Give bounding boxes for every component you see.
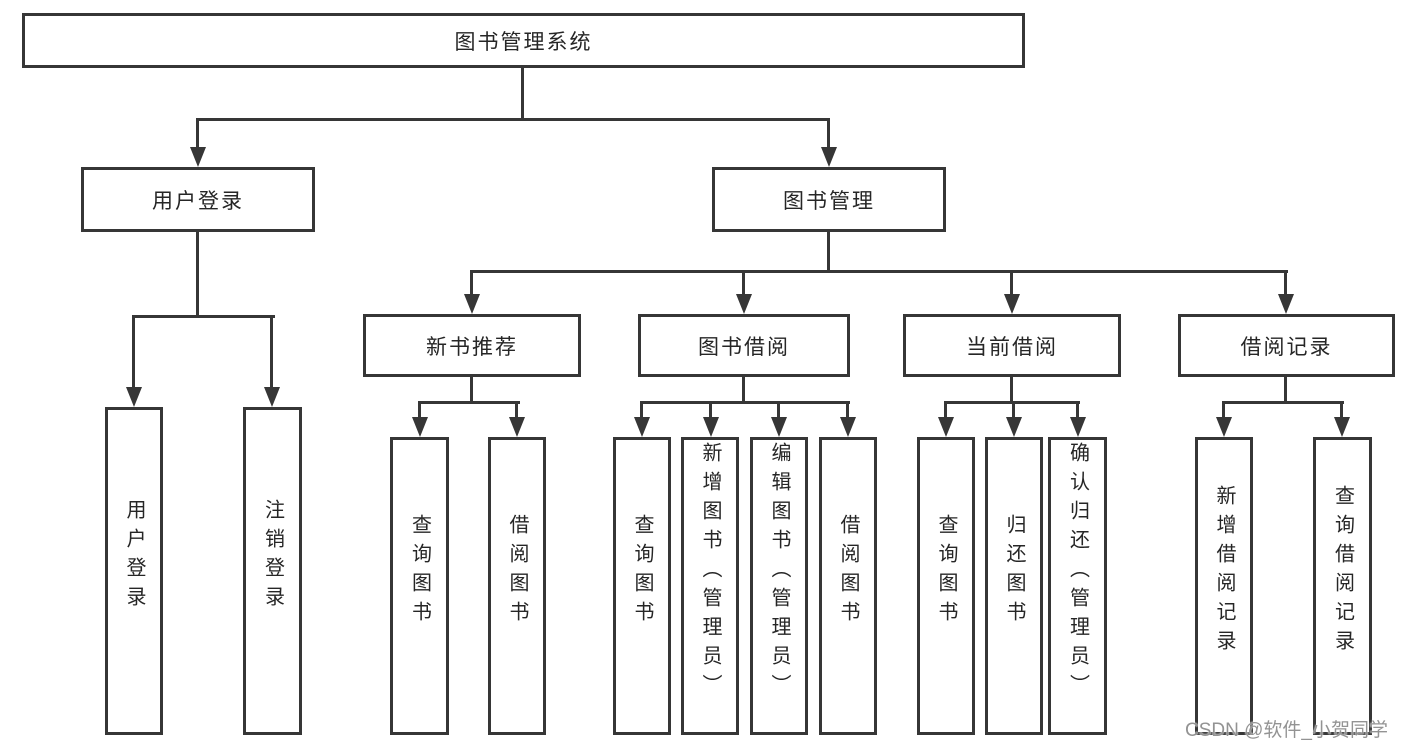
connector-stem-borrowing [742, 270, 745, 296]
connector-stem-records [1284, 270, 1287, 296]
arrow-down-icon [464, 294, 480, 314]
watermark: CSDN @软件_小贺同学 [1185, 720, 1388, 741]
node-book-management: 图书管理 [712, 167, 946, 232]
connector-new-books-stub [470, 377, 473, 403]
connector-new-books-rail [418, 401, 520, 404]
node-label: 图书管理系统 [454, 30, 593, 54]
leaf-logout: 注销登录 [243, 407, 302, 735]
arrow-down-icon [771, 417, 787, 437]
arrow-down-icon [190, 147, 206, 167]
arrow-down-icon [126, 387, 142, 407]
leaf-label: 注销登录 [261, 499, 284, 615]
leaf-label: 借阅图书 [837, 514, 859, 630]
leaf-label: 用户登录 [123, 499, 145, 615]
leaf-return-books: 归还图书 [985, 437, 1043, 735]
arrow-down-icon [634, 417, 650, 437]
node-user-login: 用户登录 [81, 167, 315, 232]
leaf-edit-books-admin: 编辑图书（管理员） [750, 437, 808, 735]
arrow-down-icon [938, 417, 954, 437]
leaf-add-borrow-record: 新增借阅记录 [1195, 437, 1253, 735]
node-new-book-recommendation: 新书推荐 [363, 314, 581, 377]
node-label: 图书管理 [783, 189, 875, 213]
arrow-down-icon [1070, 417, 1086, 437]
connector-current-stub [1010, 377, 1013, 403]
leaf-label: 确认归还（管理员） [1066, 441, 1089, 703]
connector-book-management-rail [470, 270, 1288, 273]
leaf-label: 查询图书 [935, 514, 957, 630]
node-label: 新书推荐 [426, 335, 518, 359]
leaf-borrow-books: 借阅图书 [488, 437, 546, 735]
leaf-label: 查询图书 [408, 514, 431, 630]
connector-root-stub [521, 68, 524, 120]
leaf-label: 编辑图书（管理员） [768, 441, 790, 703]
leaf-label: 借阅图书 [506, 514, 528, 630]
connector-user-login-stub [196, 232, 199, 317]
arrow-down-icon [703, 417, 719, 437]
connector-stem [418, 401, 421, 421]
node-label: 图书借阅 [698, 335, 790, 359]
leaf-label: 新增借阅记录 [1213, 485, 1235, 659]
connector-stem [1076, 401, 1079, 421]
node-label: 用户登录 [152, 189, 244, 213]
arrow-down-icon [736, 294, 752, 314]
connector-stem [640, 401, 643, 421]
connector-stem-book-management [827, 118, 830, 150]
node-book-borrowing: 图书借阅 [638, 314, 850, 377]
arrow-down-icon [412, 417, 428, 437]
leaf-confirm-return-admin: 确认归还（管理员） [1048, 437, 1107, 735]
arrow-down-icon [264, 387, 280, 407]
leaf-query-books: 查询图书 [613, 437, 671, 735]
leaf-label: 新增图书（管理员） [699, 441, 721, 703]
node-label: 借阅记录 [1240, 335, 1333, 359]
node-current-borrowing: 当前借阅 [903, 314, 1121, 377]
connector-stem [846, 401, 849, 421]
connector-borrowing-stub [742, 377, 745, 403]
connector-borrowing-rail [640, 401, 850, 404]
leaf-query-books: 查询图书 [917, 437, 975, 735]
connector-stem-logout [270, 315, 273, 387]
connector-book-management-stub [827, 232, 830, 272]
node-label: 当前借阅 [966, 335, 1058, 359]
connector-stem [944, 401, 947, 421]
leaf-label: 查询借阅记录 [1331, 485, 1354, 659]
arrow-down-icon [1004, 294, 1020, 314]
connector-stem-user-login [196, 118, 199, 150]
connector-stem [1012, 401, 1015, 421]
leaf-query-books: 查询图书 [390, 437, 449, 735]
leaf-user-login: 用户登录 [105, 407, 163, 735]
connector-stem [1340, 401, 1343, 421]
connector-records-rail [1222, 401, 1344, 404]
arrow-down-icon [1278, 294, 1294, 314]
leaf-label: 查询图书 [631, 514, 653, 630]
connector-stem-login [132, 315, 135, 387]
arrow-down-icon [509, 417, 525, 437]
connector-stem [515, 401, 518, 421]
arrow-down-icon [821, 147, 837, 167]
connector-records-stub [1284, 377, 1287, 403]
arrow-down-icon [840, 417, 856, 437]
node-borrowing-records: 借阅记录 [1178, 314, 1395, 377]
leaf-label: 归还图书 [1003, 514, 1025, 630]
connector-stem-new-books [470, 270, 473, 296]
leaf-borrow-books: 借阅图书 [819, 437, 877, 735]
leaf-add-books-admin: 新增图书（管理员） [681, 437, 739, 735]
connector-stem [1222, 401, 1225, 421]
connector-stem [777, 401, 780, 421]
connector-user-login-rail [132, 315, 275, 318]
connector-root-rail [196, 118, 830, 121]
leaf-query-borrow-record: 查询借阅记录 [1313, 437, 1372, 735]
arrow-down-icon [1216, 417, 1232, 437]
node-library-management-system: 图书管理系统 [22, 13, 1025, 68]
connector-stem-current [1010, 270, 1013, 296]
arrow-down-icon [1334, 417, 1350, 437]
arrow-down-icon [1006, 417, 1022, 437]
connector-stem [709, 401, 712, 421]
